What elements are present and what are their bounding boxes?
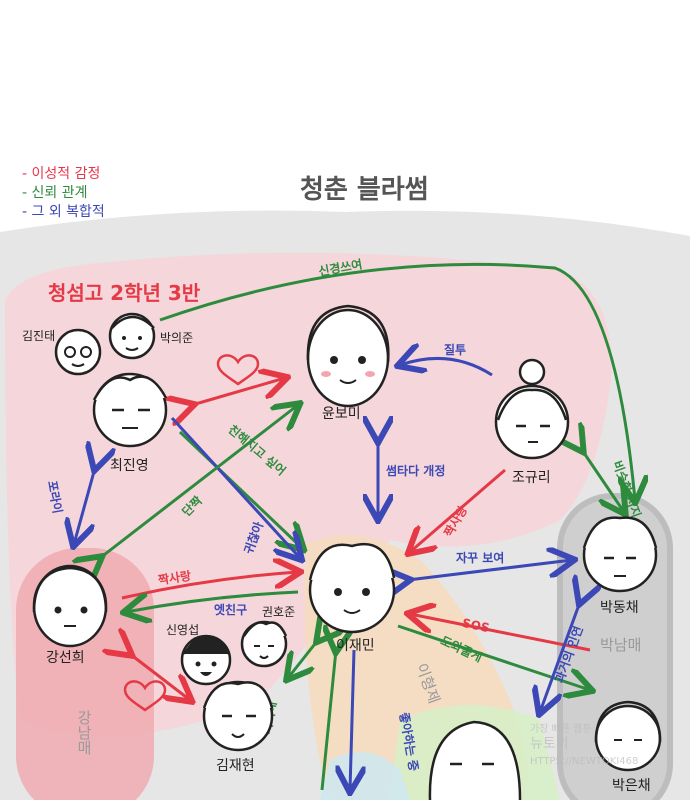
name-kang-seonhui: 강선희 xyxy=(46,650,85,666)
character-lee-jaemin[interactable]: 이재민 xyxy=(308,542,396,654)
name-park-eunchae: 박은채 xyxy=(612,778,651,794)
name-jo-yuri: 조규리 xyxy=(512,470,551,486)
edge-often-seen xyxy=(408,560,572,580)
label-often-seen: 자꾸 보여 xyxy=(456,550,504,565)
character-kim-jintae[interactable]: 김진태 xyxy=(22,328,102,376)
class-region xyxy=(5,252,612,736)
svg-text:가장 빠른 웹툰: 가장 빠른 웹툰 xyxy=(530,723,592,735)
label-sos: SOS xyxy=(461,616,491,635)
edge-jaemin-jaehyun xyxy=(288,640,318,678)
region-park-siblings: 박남매 xyxy=(600,636,641,654)
edge-pora xyxy=(74,468,95,544)
label-pora: 포라이 xyxy=(45,479,66,514)
name-shin-youngseop: 신영섭 xyxy=(166,623,199,637)
name-lee-jaemin: 이재민 xyxy=(336,638,375,654)
edge-past-bond xyxy=(540,602,580,712)
name-choi-jinyoung: 최진영 xyxy=(110,458,149,474)
character-yun-bomi[interactable]: 윤보미 xyxy=(306,304,390,422)
svg-text:HTTPS://NEWTOKI468: HTTPS://NEWTOKI468 xyxy=(530,756,638,767)
edge-shinkyeong xyxy=(159,262,635,500)
edge-crush-yuri xyxy=(410,468,506,552)
edge-jaemin-seonhui xyxy=(126,590,299,612)
label-sseom: 썸타다 개정 xyxy=(386,463,445,478)
character-park-dongchae[interactable]: 박동채 xyxy=(582,516,658,616)
character-kang-seonhui[interactable]: 강선희 xyxy=(32,564,108,666)
heart-icon-2 xyxy=(123,680,167,712)
edge-similar xyxy=(582,450,624,512)
class-label: 청섬고 2학년 3반 xyxy=(48,281,201,305)
legend-trust: - 신뢰 관계 xyxy=(22,185,87,201)
heart-icon xyxy=(216,354,260,386)
character-park-eunchae[interactable]: 박은채 xyxy=(594,700,662,794)
edge-jealousy xyxy=(400,358,493,377)
diagram-title: 청춘 블라썸 xyxy=(300,175,429,205)
name-park-dongchae: 박동채 xyxy=(600,600,639,616)
label-jealousy: 질투 xyxy=(444,343,466,357)
character-kim-jaehyun[interactable]: 김재현 xyxy=(202,680,274,774)
character-choi-jinyoung[interactable]: 최진영 xyxy=(92,372,168,474)
region-kang-siblings: 강남매 xyxy=(75,710,93,755)
name-park-uijun: 박의준 xyxy=(160,331,193,345)
edge-aware xyxy=(320,650,336,791)
character-bottom-partial xyxy=(428,720,522,800)
edge-mutual xyxy=(350,649,354,790)
edge-seonhui-jaehyun xyxy=(130,654,190,700)
name-yun-bomi: 윤보미 xyxy=(322,406,361,422)
character-jo-yuri[interactable]: 조규리 xyxy=(494,358,570,486)
label-close-friend: 엣친구 xyxy=(214,602,247,617)
name-kim-jaehyun: 김재현 xyxy=(216,758,255,774)
edge-confession xyxy=(100,405,298,558)
character-shin-youngseop[interactable]: 신영섭 xyxy=(166,623,232,686)
name-kim-jintae: 김진태 xyxy=(22,329,55,343)
legend-romance: - 이성적 감정 xyxy=(22,166,100,182)
watermark: 가장 빠른 웹툰 뉴토끼 HTTPS://NEWTOKI468 xyxy=(530,723,638,767)
character-park-uijun[interactable]: 박의준 xyxy=(108,312,193,360)
name-kwon-hojun: 권호준 xyxy=(262,605,295,619)
svg-text:뉴토끼: 뉴토끼 xyxy=(530,736,569,752)
label-crush-seonhui: 짝사랑 xyxy=(157,568,192,587)
character-kwon-hojun[interactable]: 권호준 xyxy=(240,605,295,668)
legend-complex: - 그 외 복합적 xyxy=(22,204,105,220)
